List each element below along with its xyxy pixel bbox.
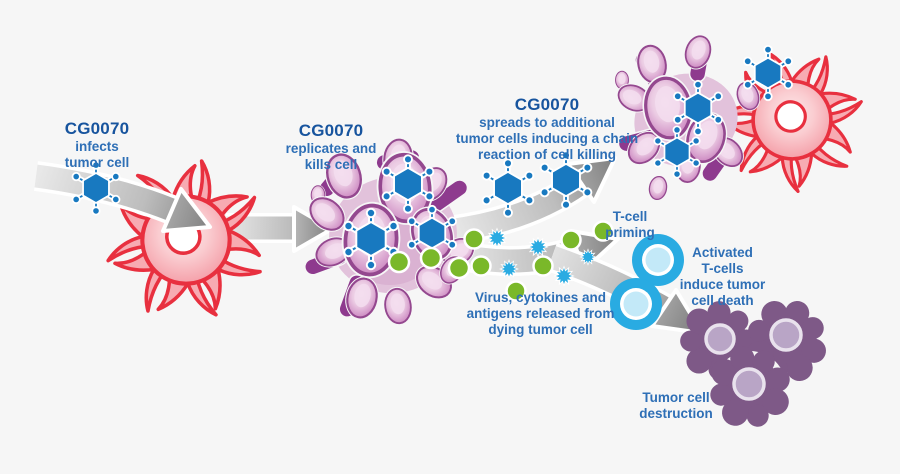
label-infect-heading: CG0070 xyxy=(64,119,130,138)
label-replicate-heading: CG0070 xyxy=(298,121,364,140)
label-spread-heading: CG0070 xyxy=(514,95,580,114)
label-line: spreads to additional xyxy=(479,115,615,131)
label-line: Activated xyxy=(692,245,753,260)
label-infect: CG0070 infects tumor cell xyxy=(37,119,157,171)
t-cell-2 xyxy=(610,278,662,330)
label-line: cell death xyxy=(691,292,754,308)
label-line: tumor cells inducing a chain xyxy=(455,130,639,146)
label-replicate: CG0070 replicates and kills cell xyxy=(256,121,406,173)
label-line: reaction of cell killing xyxy=(477,146,617,162)
label-line: infects xyxy=(75,139,119,155)
label-destruction: Tumor cell destruction xyxy=(616,390,736,422)
destroyed-cell-nuclei xyxy=(704,318,803,401)
t-cell-1 xyxy=(632,234,684,286)
label-line: Virus, cytokines and xyxy=(474,290,607,305)
label-spread: CG0070 spreads to additional tumor cells… xyxy=(437,95,657,163)
label-line: Tumor cell xyxy=(642,390,710,405)
label-line: tumor cell xyxy=(64,154,130,170)
label-line: T-cell xyxy=(612,209,648,224)
label-line: kills cell xyxy=(304,156,358,172)
label-priming: T-cell priming xyxy=(580,209,680,241)
label-line: T-cells xyxy=(701,260,744,276)
label-line: priming xyxy=(605,224,655,240)
label-line: induce tumor xyxy=(679,276,766,292)
label-line: antigens released from xyxy=(466,305,615,321)
label-line: destruction xyxy=(639,405,713,421)
label-line: replicates and xyxy=(285,141,377,157)
label-activated: Activated T-cells induce tumor cell deat… xyxy=(660,245,785,309)
cytokine-icons xyxy=(387,220,614,302)
label-release: Virus, cytokines and antigens released f… xyxy=(448,290,633,338)
dying-tumor-cell-2 xyxy=(612,31,795,203)
arrow-replicate xyxy=(226,205,334,253)
label-line: dying tumor cell xyxy=(488,321,593,337)
